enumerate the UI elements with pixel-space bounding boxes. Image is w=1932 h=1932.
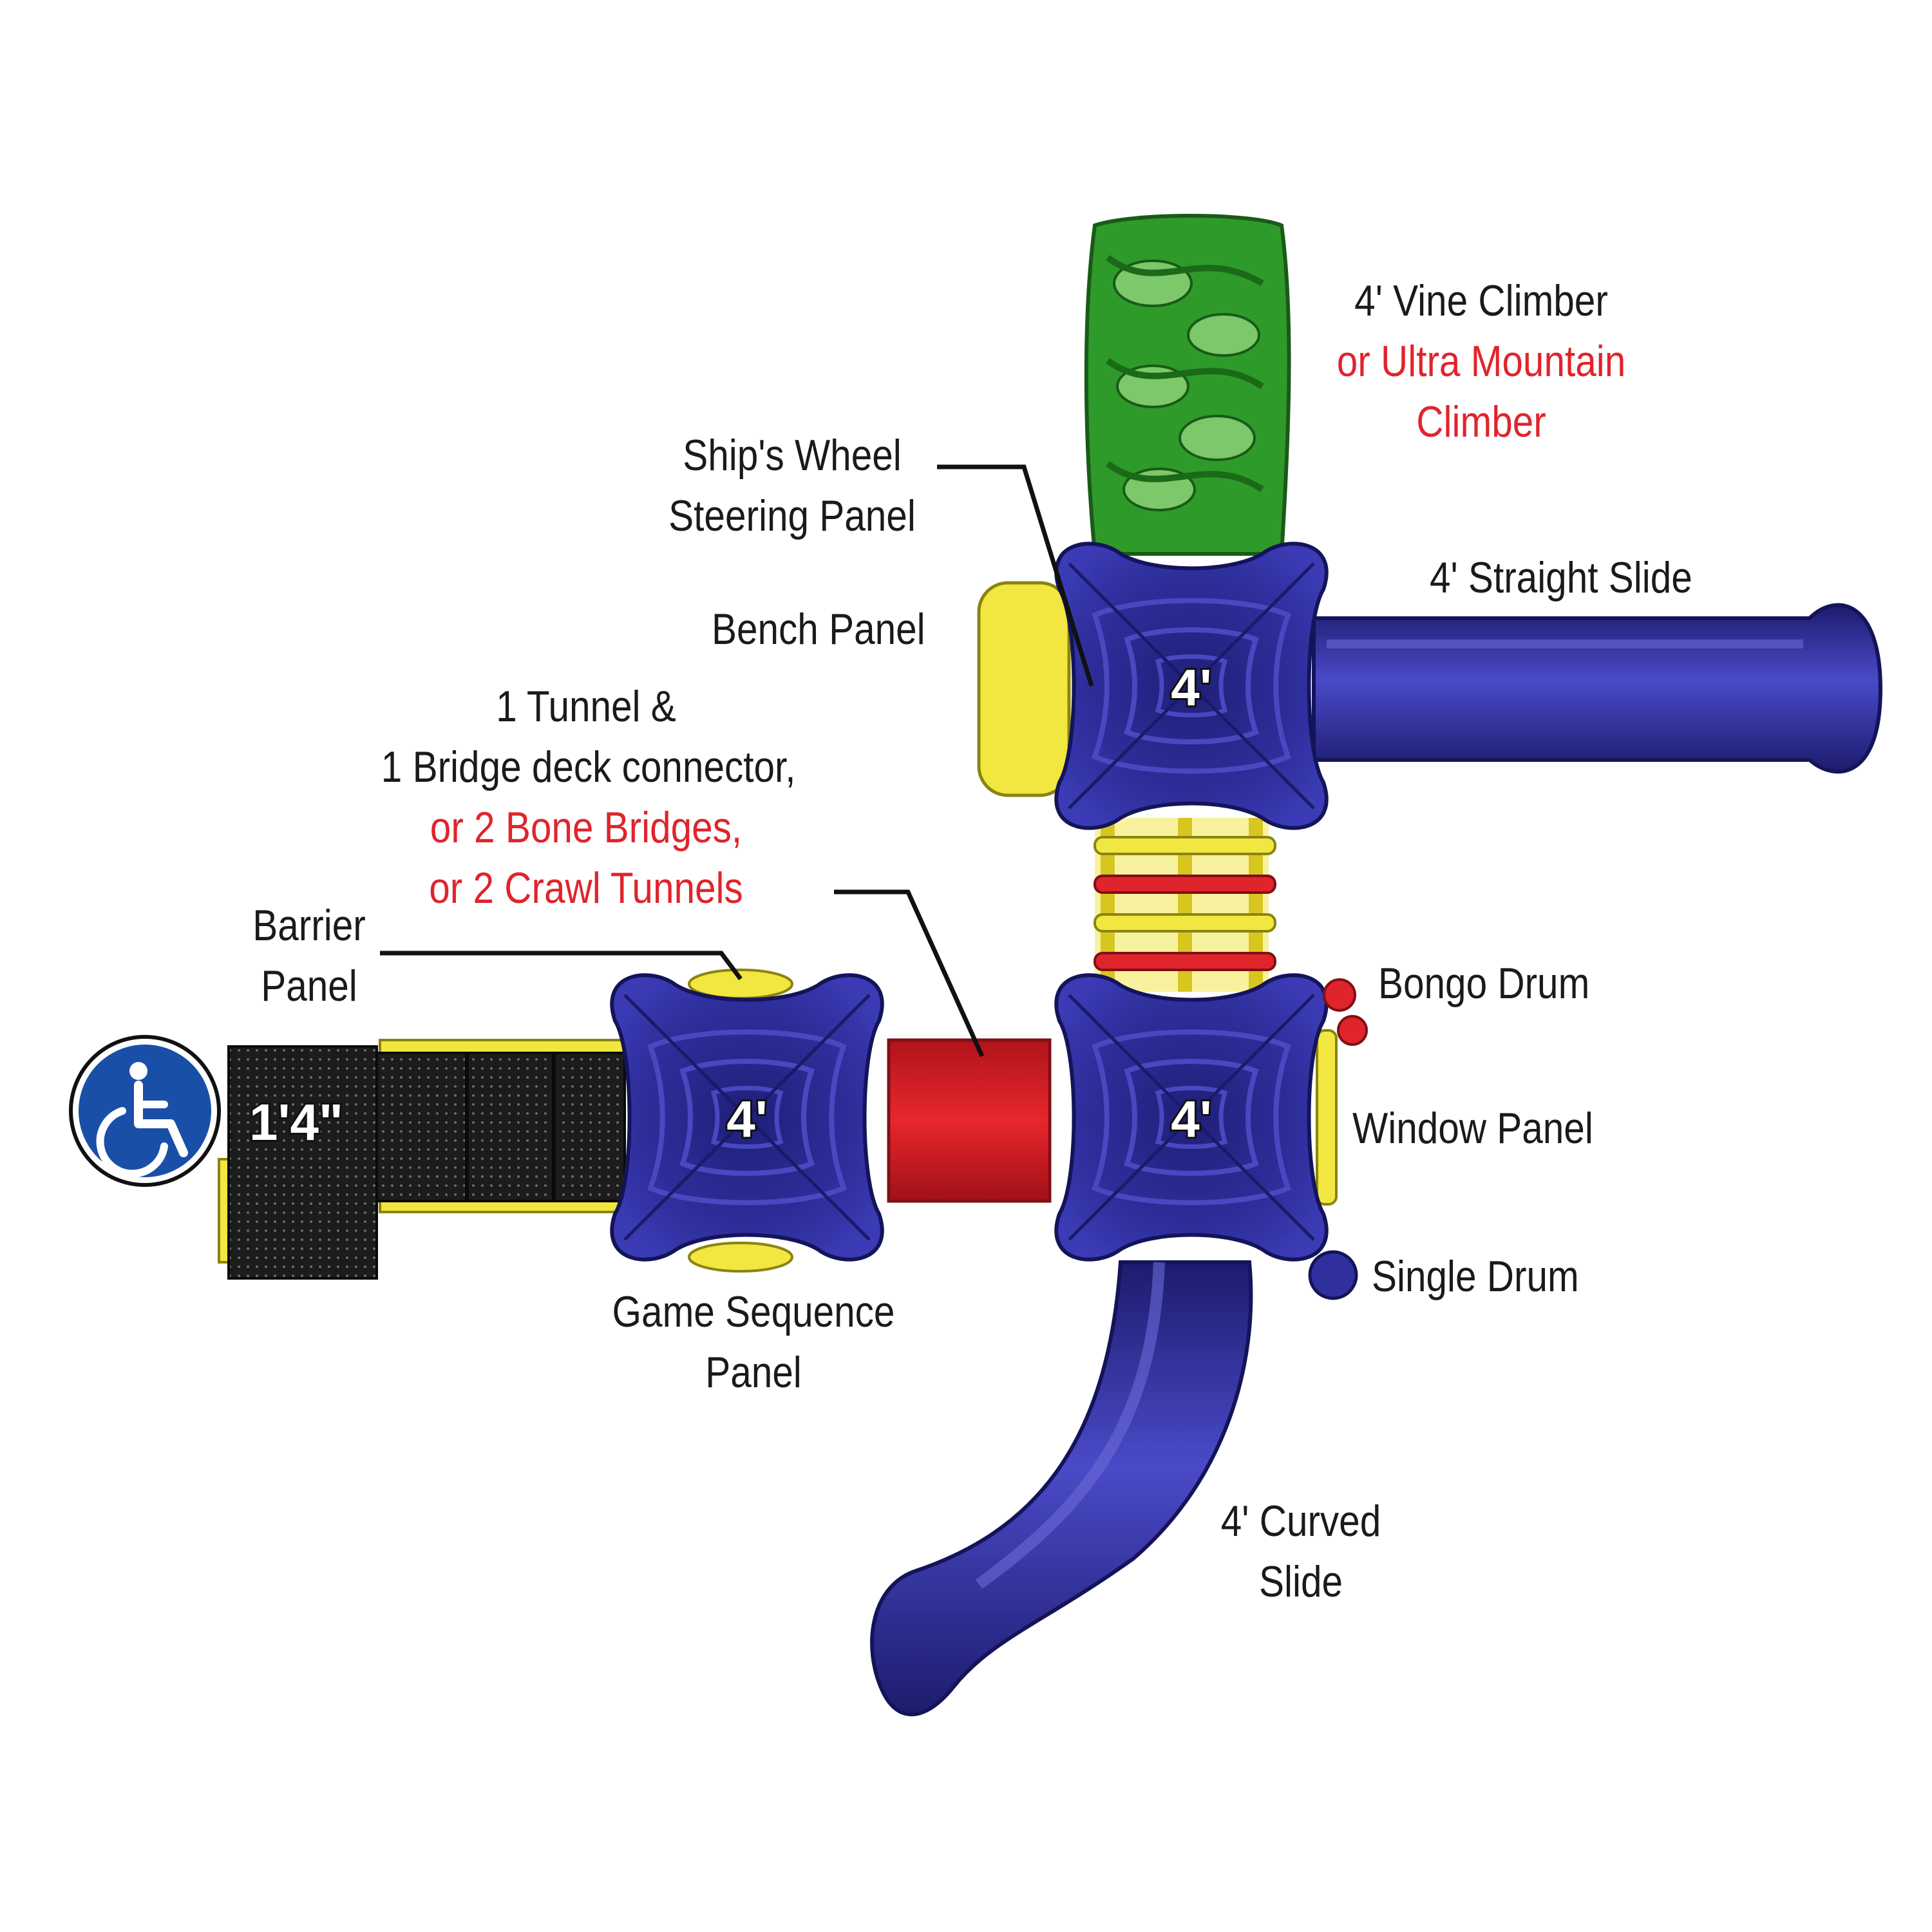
barrier-panel-line-2: Panel [261,961,357,1010]
connector-alt-2: or 2 Crawl Tunnels [429,864,743,913]
connector-label: 1 Tunnel & 1 Bridge deck connector, or 2… [381,676,796,918]
single-drum [1308,1250,1358,1300]
straight-slide [1312,603,1883,774]
connector-leader [834,889,985,1057]
bridge-connector [1094,818,1276,992]
barrier-panel-leader [380,951,743,981]
crawl-tunnel [887,1038,1052,1203]
straight-slide-title: 4' Straight Slide [1430,553,1692,602]
vine-climber-alt-2: Climber [1416,397,1546,446]
bongo-drum [1323,978,1368,1046]
bench-panel-title: Bench Panel [712,605,925,654]
connector-line-2: 1 Bridge deck connector, [381,743,796,791]
deck-height-label: 4' [726,1090,768,1148]
bongo-drum-title: Bongo Drum [1378,959,1590,1008]
window-panel-label: Window Panel [1352,1098,1593,1159]
window-panel-title: Window Panel [1352,1104,1593,1153]
connector-alt-1: or 2 Bone Bridges, [430,803,743,852]
deck-upper: 4' [1056,544,1326,828]
vine-climber [1084,214,1291,556]
ships-wheel-line-1: Ship's Wheel [683,431,902,480]
deck-height-label: 4' [1171,1090,1212,1148]
barrier-panel-line-1: Barrier [252,901,366,950]
vine-climber-label: 4' Vine Climber or Ultra Mountain Climbe… [1326,270,1636,452]
game-sequence-line-1: Game Sequence [612,1287,895,1336]
ships-wheel-line-2: Steering Panel [668,491,916,540]
wheelchair-icon [69,1035,221,1187]
leader-lines [380,464,1094,1057]
bench-panel [977,581,1071,797]
vine-climber-alt-1: or Ultra Mountain [1336,337,1626,386]
ships-wheel-leader [937,464,1094,687]
window-panel [1316,1029,1338,1206]
transfer-ramp: 1'4" [218,1039,626,1280]
game-sequence-panel [688,1242,793,1273]
curved-slide-line-1: 4' Curved [1220,1497,1381,1546]
deck-lower-right: 4' [1056,975,1326,1259]
game-sequence-label: Game Sequence Panel [593,1282,914,1403]
single-drum-label: Single Drum [1372,1246,1579,1307]
straight-slide-label: 4' Straight Slide [1430,547,1692,608]
ships-wheel-label: Ship's Wheel Steering Panel [637,425,947,546]
curved-slide-line-2: Slide [1258,1557,1343,1606]
barrier-panel-label: Barrier Panel [232,895,387,1016]
curved-slide-label: 4' Curved Slide [1196,1491,1406,1612]
bench-panel-label: Bench Panel [712,599,925,659]
single-drum-title: Single Drum [1372,1252,1579,1301]
bongo-drum-label: Bongo Drum [1378,953,1589,1014]
ramp-height-label: 1'4" [249,1094,343,1151]
deck-lower-left: 4' [612,975,882,1259]
curved-slide [870,1260,1253,1716]
game-sequence-line-2: Panel [705,1348,802,1397]
deck-height-label: 4' [1171,659,1212,716]
connector-line-1: 1 Tunnel & [496,682,676,731]
vine-climber-title: 4' Vine Climber [1354,276,1608,325]
